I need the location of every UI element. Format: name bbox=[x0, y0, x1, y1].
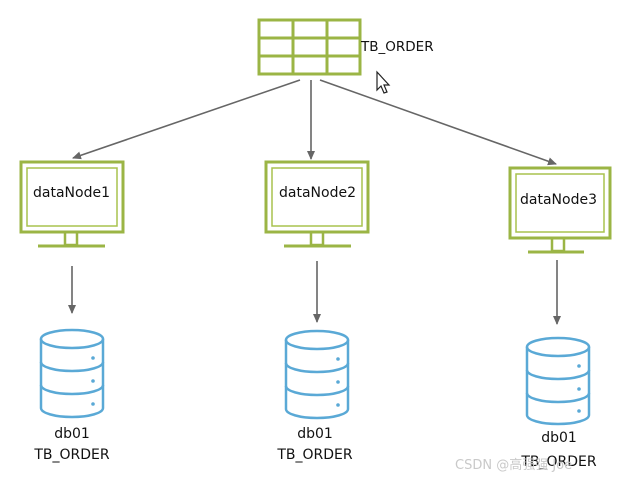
database-1-name: db01 bbox=[54, 426, 90, 442]
logical-table-icon bbox=[257, 18, 362, 76]
arrow-table-to-node1 bbox=[72, 79, 301, 160]
data-node-1-monitor-icon bbox=[19, 160, 125, 248]
arrow-table-to-node3 bbox=[319, 79, 557, 166]
database-1-icon bbox=[39, 328, 105, 419]
database-2-icon bbox=[284, 329, 350, 420]
csdn-watermark: CSDN @高强强 Joe bbox=[455, 458, 573, 473]
data-node-3-monitor-icon bbox=[508, 166, 612, 254]
logical-table-label: TB_ORDER bbox=[361, 39, 434, 55]
database-3-name: db01 bbox=[541, 430, 577, 446]
data-node-3-label: dataNode3 bbox=[520, 192, 597, 208]
database-3-icon bbox=[525, 336, 591, 426]
data-node-1-label: dataNode1 bbox=[33, 185, 110, 201]
data-node-2-monitor-icon bbox=[264, 160, 370, 248]
database-1-table: TB_ORDER bbox=[34, 447, 110, 463]
data-node-2-label: dataNode2 bbox=[279, 185, 356, 201]
mouse-cursor-icon bbox=[376, 70, 391, 94]
database-2-table: TB_ORDER bbox=[277, 447, 353, 463]
database-3-table: TB_ORDER bbox=[521, 454, 597, 470]
database-2-name: db01 bbox=[297, 426, 333, 442]
